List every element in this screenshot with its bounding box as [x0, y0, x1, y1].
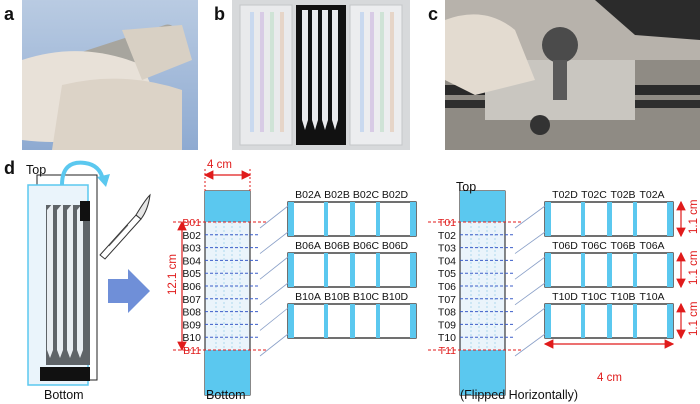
section-label: T02B: [610, 189, 635, 201]
section-label: B02A: [295, 189, 321, 201]
row-label: B07: [182, 294, 201, 306]
section-label: T10D: [552, 291, 578, 303]
section-label: B06B: [324, 240, 350, 252]
row-label: T02: [438, 230, 456, 242]
section-label: T10C: [581, 291, 607, 303]
row-label: B05: [182, 268, 201, 280]
process-arrow-icon: [108, 269, 150, 313]
row-label: B10: [182, 332, 201, 344]
row-label: B08: [182, 307, 201, 319]
row-label: T01: [438, 217, 456, 229]
section-label: B06A: [295, 240, 321, 252]
row-label: B09: [182, 319, 201, 331]
photo-b-plates: [232, 0, 410, 150]
bottom-caption: Bottom: [206, 388, 246, 402]
section-label: B06D: [382, 240, 409, 252]
row-label: T05: [438, 268, 456, 280]
section-height-label: 1.1 cm: [688, 250, 700, 285]
section-width-dimension: 4 cm: [597, 372, 622, 384]
plate-illustration: [27, 174, 98, 386]
row-label: T10: [438, 332, 456, 344]
section-label: B02D: [382, 189, 409, 201]
section-label: T06A: [639, 240, 664, 252]
column-bottom-band: [205, 350, 250, 395]
section-label: T06C: [581, 240, 607, 252]
row-label: T08: [438, 307, 456, 319]
row-label: B03: [182, 243, 201, 255]
row-label: B02: [182, 230, 201, 242]
right-top-label: Top: [456, 180, 476, 194]
flip-arrow-icon: [60, 160, 105, 186]
row-label: T09: [438, 319, 456, 331]
section-label: B10B: [324, 291, 350, 303]
section-label: B10A: [295, 291, 321, 303]
left-top-label: Top: [26, 163, 46, 177]
row-label: T04: [438, 255, 456, 267]
column-top-band: [460, 191, 505, 222]
width-dimension: 4 cm: [207, 159, 232, 171]
row-label: T07: [438, 294, 456, 306]
row-label: B04: [182, 255, 201, 267]
top-caption: (Flipped Horizontally): [460, 388, 578, 402]
section-label: B10C: [353, 291, 380, 303]
left-bottom-label: Bottom: [44, 388, 84, 402]
section-label: T06B: [610, 240, 635, 252]
section-label: T06D: [552, 240, 578, 252]
row-label: T11: [439, 345, 456, 357]
row-label: B01: [182, 217, 201, 229]
panel-label-c: c: [428, 4, 439, 24]
section-label: T02C: [581, 189, 607, 201]
section-label: T10B: [610, 291, 635, 303]
section-height-label: 1.1 cm: [688, 301, 700, 336]
column-bottom-band: [460, 350, 505, 395]
panel-label-a: a: [4, 4, 15, 24]
row-label: B06: [182, 281, 201, 293]
section-label: T02D: [552, 189, 578, 201]
cutting-layout-diagram: Top Bottom B01B02B03B04B05B06B07B08B09B1…: [26, 159, 700, 402]
section-label: T10A: [639, 291, 664, 303]
column-top-band: [205, 191, 250, 222]
panel-label-d: d: [4, 158, 15, 178]
section-height-label: 1.1 cm: [688, 199, 700, 234]
scalpel-icon: [99, 193, 151, 260]
photo-a-cutting-strips: [22, 0, 198, 150]
section-label: B10D: [382, 291, 409, 303]
section-label: B02B: [324, 189, 350, 201]
photo-c-cutting-device: [445, 0, 700, 150]
row-label: T06: [438, 281, 456, 293]
row-label: B11: [183, 345, 201, 357]
section-label: B02C: [353, 189, 380, 201]
section-label: B06C: [353, 240, 380, 252]
height-dimension: 12.1 cm: [167, 254, 179, 295]
row-label: T03: [438, 243, 456, 255]
panel-label-b: b: [214, 4, 225, 24]
section-label: T02A: [639, 189, 664, 201]
